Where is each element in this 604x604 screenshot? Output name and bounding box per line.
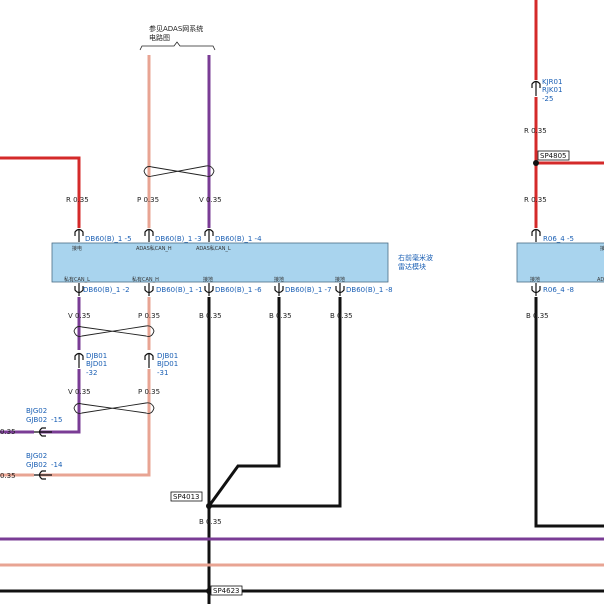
module-pin-label-top-3: ADAS私CAN_L: [196, 245, 231, 252]
kjr01-pin: -25: [542, 95, 553, 103]
djb01-label-a2: BJD01: [86, 360, 107, 368]
wire-label-p-low: P 0.35: [138, 388, 160, 396]
module-name-line2: 雷达模块: [398, 262, 426, 271]
module-pin-label-bottom-1: 私有CAN_L: [64, 276, 90, 283]
module2-pin-label-bottom-2: AD: [597, 277, 604, 283]
wire-label-b-7: B 0.35: [330, 312, 353, 320]
splice-label-sp4013: SP4013: [173, 493, 199, 501]
connector-db60-4: DB60(B)_1 -4: [215, 235, 262, 243]
pin-marker-1: [204, 283, 214, 296]
pin-marker-3: [144, 228, 154, 242]
wire-label-r-right-2: R 0.35: [524, 196, 547, 204]
wire-label-r-left: R 0.35: [66, 196, 89, 204]
module2-pin-label-top: 接: [600, 245, 604, 252]
connector-db60-7: DB60(B)_1 -7: [285, 286, 332, 294]
pin-marker-5: [74, 228, 84, 242]
connector-db60-8: DB60(B)_1 -8: [346, 286, 393, 294]
splice-box-sp4805: [537, 150, 570, 161]
wire-violet-bottom: [40, 369, 81, 434]
wire-label-v-low: V 0.35: [68, 388, 91, 396]
inline-connector-kjr01: [531, 80, 541, 96]
module-pin-label-bottom-2: 私有CAN_H: [132, 276, 159, 283]
wire-black-pin6: [207, 297, 281, 507]
splice-label-sp4623: SP4623: [213, 587, 239, 595]
wire-label-b-6: B 0.35: [269, 312, 292, 320]
wire-label-v-mid: V 0.35: [68, 312, 91, 320]
splice-dot-sp4805: [533, 160, 539, 166]
wire-label-left-1: 0.35: [0, 428, 16, 436]
pin-marker-7: [335, 283, 345, 296]
kjr01-label-2: RJK01: [542, 86, 562, 94]
djb01-pin-a: -32: [86, 369, 97, 377]
wire-label-b-right: B 0.35: [526, 312, 549, 320]
djb01-label-b1: DJB01: [157, 352, 178, 360]
connector-db60-6: DB60(B)_1 -6: [215, 286, 262, 294]
wire-label-r-right-1: R 0.35: [524, 127, 547, 135]
wire-label-v-top: V 0.35: [199, 196, 222, 204]
pin-marker-r06-5: [531, 228, 541, 242]
module-pin-label-bottom-3: 接地: [203, 276, 213, 283]
module-name-line1: 右前毫米波: [398, 253, 433, 262]
kjr01-label-1: KJR01: [542, 78, 562, 86]
wire-label-p-top: P 0.35: [137, 196, 159, 204]
bjg02-label-b2: GJB02: [26, 461, 47, 469]
twisted-pair-top: [143, 165, 215, 177]
radar-module-box: [51, 242, 389, 283]
reference-bracket: [139, 41, 216, 51]
inline-connector-bjg02-a: [34, 427, 52, 437]
pin-marker-r06-8: [531, 283, 541, 296]
wire-label-b-1: B 0.35: [199, 312, 222, 320]
module-pin-label-top-1: 接电: [72, 245, 82, 252]
bjg02-label-a1: BJG02: [26, 407, 47, 415]
splice-box-sp4623: [210, 585, 243, 596]
reference-label-line1: 参见ADAS网系统: [149, 24, 203, 33]
connector-db60-1: DB60(B)_1 -1: [156, 286, 203, 294]
wire-label-p-mid: P 0.35: [138, 312, 160, 320]
inline-connector-djb01-a: [74, 352, 84, 368]
inline-connector-djb01-b: [144, 352, 154, 368]
module-pin-label-bottom-5: 接地: [335, 276, 345, 283]
connector-db60-5: DB60(B)_1 -5: [85, 235, 132, 243]
connector-db60-3: DB60(B)_1 -3: [155, 235, 202, 243]
pin-marker-2: [74, 283, 84, 296]
reference-label-line2: 电路图: [149, 33, 170, 42]
pin-marker-4: [204, 228, 214, 242]
connector-db60-2: DB60(B)_1 -2: [83, 286, 130, 294]
module-pin-label-top-2: ADAS私CAN_H: [136, 245, 172, 252]
wire-black-pin7: [209, 297, 342, 508]
splice-box-sp4013: [170, 491, 203, 502]
bjg02-pin-b: -14: [51, 461, 63, 469]
wire-pink-bottom: [40, 369, 151, 477]
bjg02-label-a2: GJB02: [26, 416, 47, 424]
twisted-pair-mid: [73, 325, 155, 337]
twisted-pair-low: [73, 402, 155, 414]
inline-connector-bjg02-b: [34, 470, 52, 480]
module-pin-label-bottom-4: 接地: [274, 276, 284, 283]
wire-red-left: [0, 156, 81, 228]
wire-label-b-merged: B 0.35: [199, 518, 222, 526]
pin-marker-6: [274, 283, 284, 296]
djb01-pin-b: -31: [157, 369, 168, 377]
djb01-label-b2: BJD01: [157, 360, 178, 368]
splice-dot-sp4623: [206, 588, 212, 594]
splice-dot-sp4013: [206, 503, 212, 509]
djb01-label-a1: DJB01: [86, 352, 107, 360]
connector-r06-5: R06_4 -5: [543, 235, 574, 243]
bjg02-pin-a: -15: [51, 416, 62, 424]
module2-pin-label-bottom-1: 接地: [530, 276, 540, 283]
wire-black-right: [534, 297, 604, 528]
bjg02-label-b1: BJG02: [26, 452, 47, 460]
splice-label-sp4805: SP4805: [540, 152, 566, 160]
connector-r06-8: R06_4 -8: [543, 286, 574, 294]
wire-label-left-2: 0.35: [0, 472, 16, 480]
module2-box: [516, 242, 604, 283]
pin-marker-1-can: [144, 283, 154, 296]
